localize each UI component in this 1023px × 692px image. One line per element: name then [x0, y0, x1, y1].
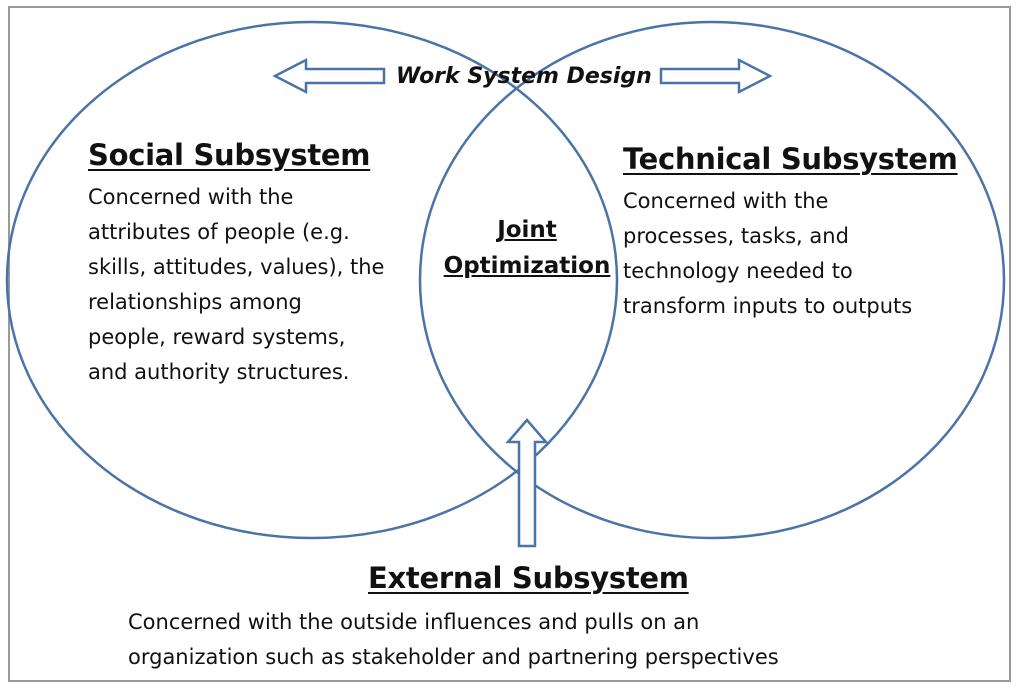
- social-line: people, reward systems,: [88, 325, 346, 349]
- social-line: attributes of people (e.g.: [88, 220, 350, 244]
- left-arrow-icon: [272, 57, 386, 95]
- external-subsystem-description: Concerned with the outside influences an…: [128, 605, 779, 675]
- technical-line: Concerned with the: [623, 189, 829, 213]
- social-subsystem-heading: Social Subsystem: [88, 138, 371, 172]
- social-circle: [5, 20, 619, 540]
- social-line: relationships among: [88, 290, 302, 314]
- social-line: skills, attitudes, values), the: [88, 255, 385, 279]
- joint-label: Joint: [497, 217, 557, 243]
- technical-circle: [418, 20, 1006, 540]
- technical-line: transform inputs to outputs: [623, 294, 913, 318]
- social-line: and authority structures.: [88, 360, 350, 384]
- right-arrow-icon: [659, 57, 773, 95]
- diagram-frame: [8, 6, 1011, 682]
- joint-optimization-label: Joint Optimization: [436, 212, 618, 284]
- technical-line: technology needed to: [623, 259, 853, 283]
- up-arrow-icon: [505, 418, 549, 548]
- technical-subsystem-heading: Technical Subsystem: [623, 142, 958, 176]
- optimization-label: Optimization: [443, 253, 611, 279]
- technical-line: processes, tasks, and: [623, 224, 849, 248]
- work-system-design-title: Work System Design: [396, 64, 652, 89]
- social-subsystem-description: Concerned with the attributes of people …: [88, 180, 384, 390]
- external-line: organization such as stakeholder and par…: [128, 645, 779, 669]
- social-line: Concerned with the: [88, 185, 294, 209]
- technical-subsystem-description: Concerned with the processes, tasks, and…: [623, 184, 912, 324]
- external-line: Concerned with the outside influences an…: [128, 610, 700, 634]
- external-subsystem-heading: External Subsystem: [368, 561, 689, 595]
